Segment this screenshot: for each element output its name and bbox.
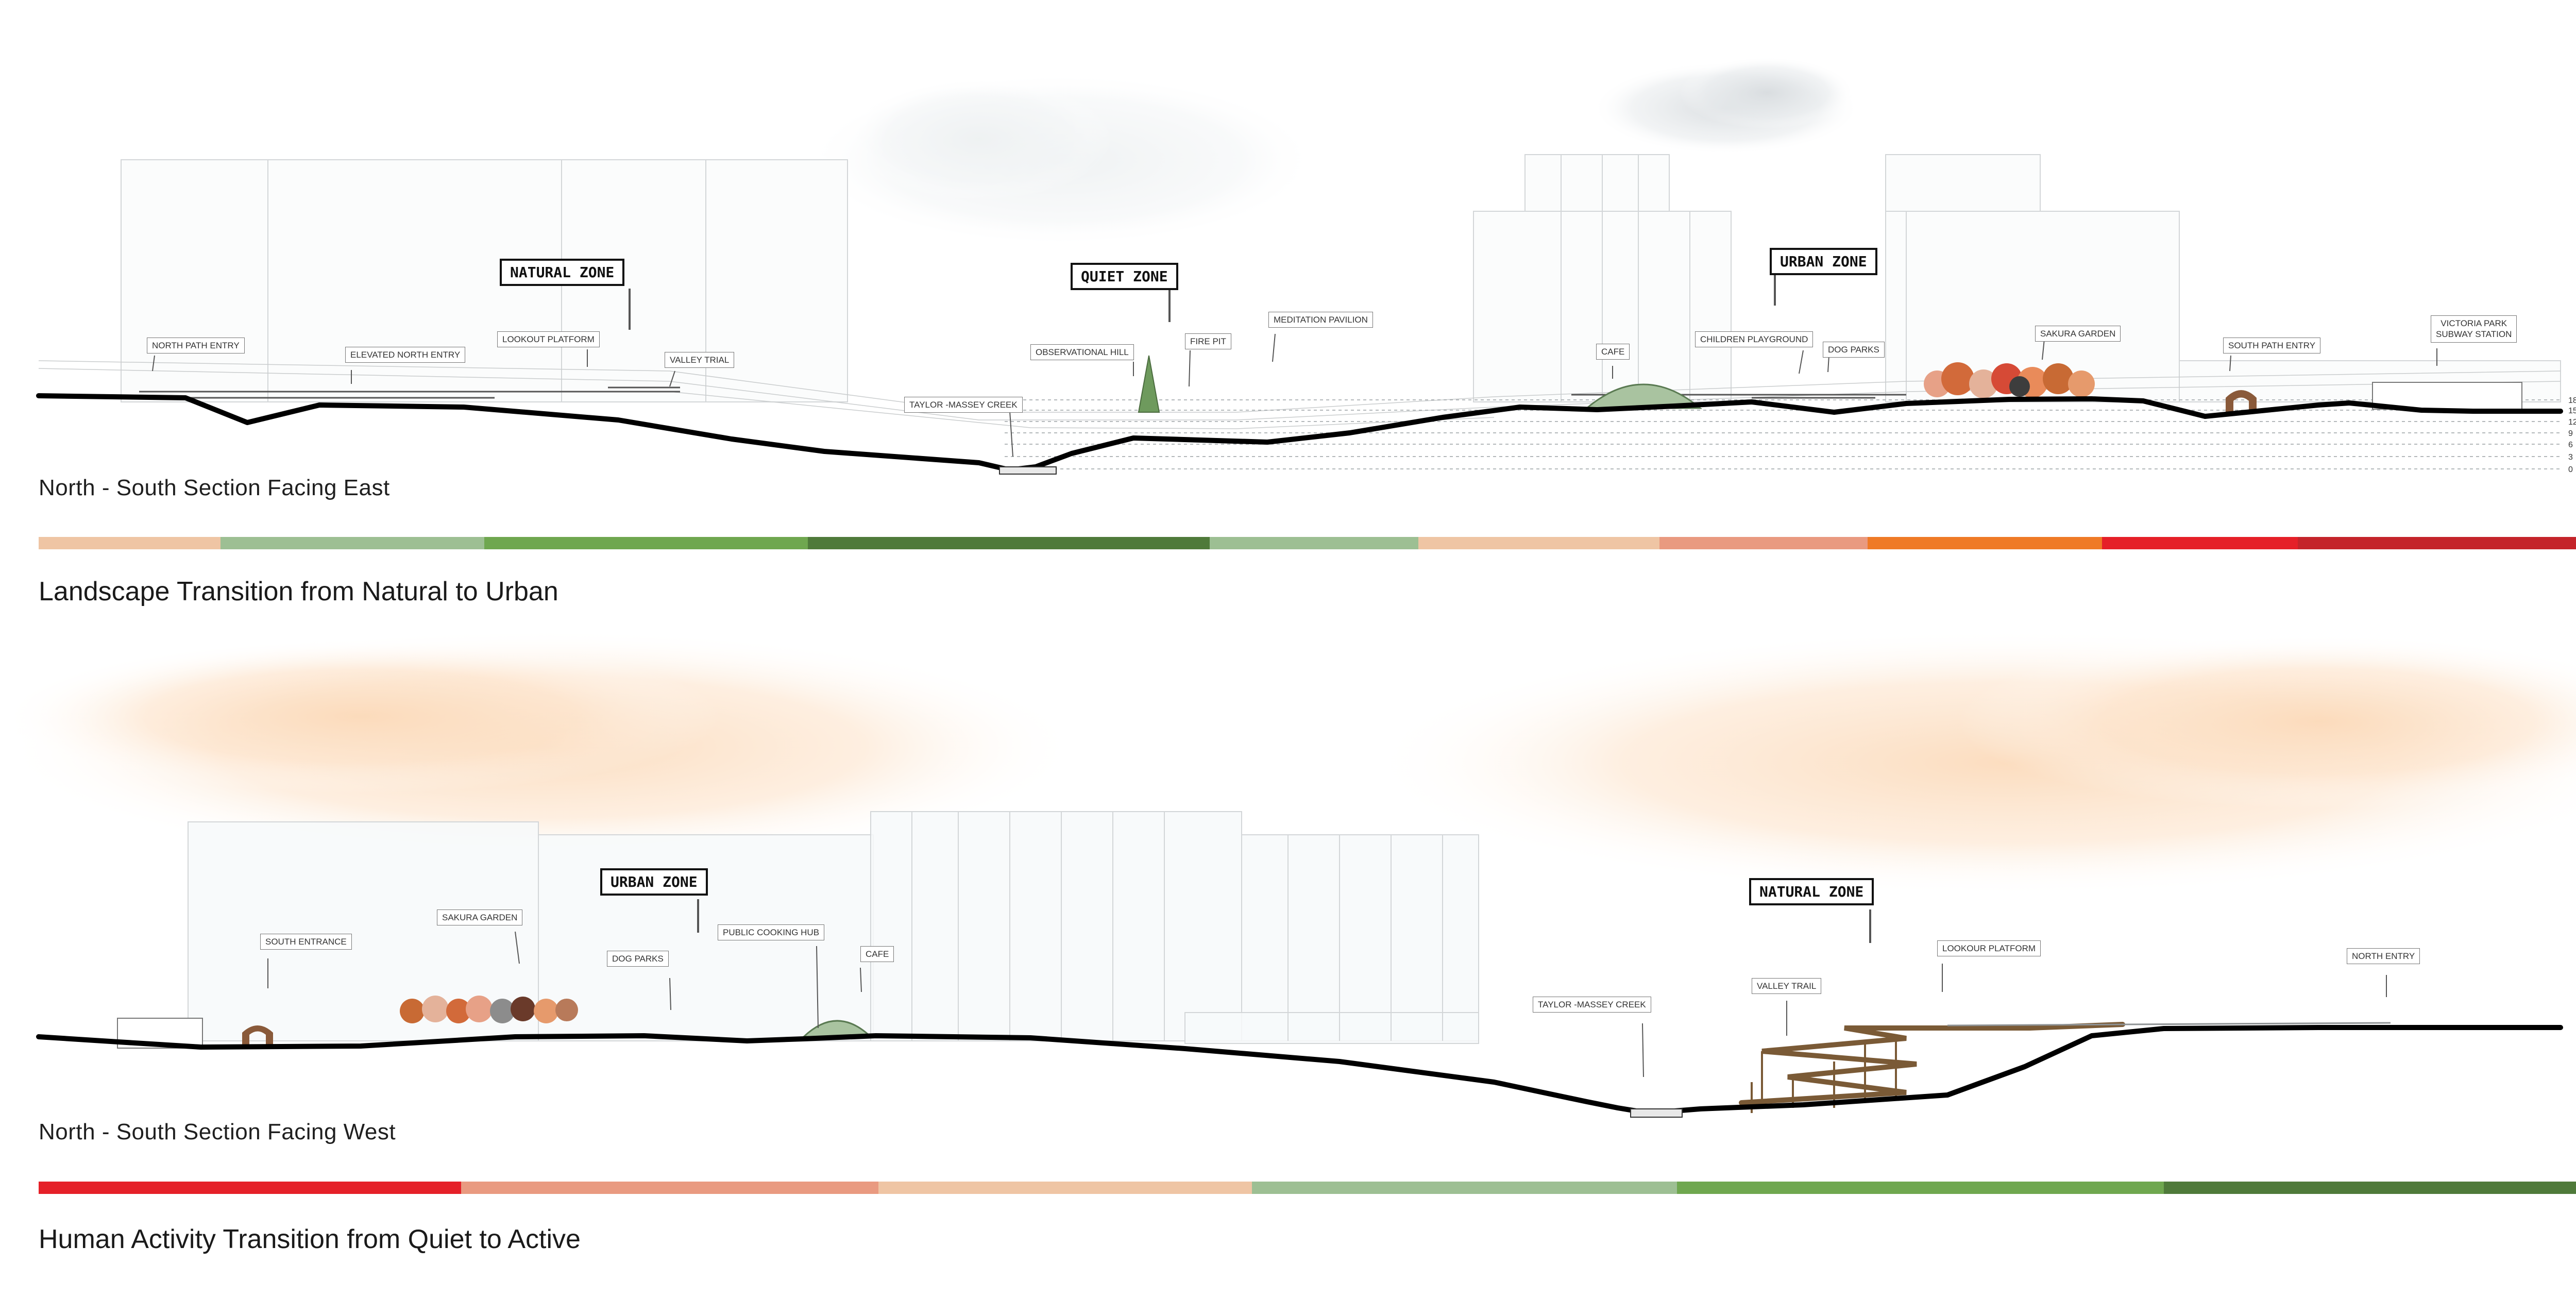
callout-dog-parks-top: DOG PARKS [1823, 342, 1885, 358]
elevation-6: 6 [2568, 441, 2573, 449]
sakura-trees-top [1924, 362, 2095, 398]
callout-taylor-massey-creek-top: TAYLOR -MASSEY CREEK [904, 397, 1023, 413]
elevation-9: 9 [2568, 429, 2573, 438]
bottom-zone-urban: URBAN ZONE [600, 868, 708, 896]
top-zone-quiet: QUIET ZONE [1071, 263, 1178, 290]
activity-segment-5 [1677, 1182, 2164, 1194]
landscape-segment-2 [221, 537, 484, 549]
landscape-segment-10 [2298, 537, 2576, 549]
boardwalk-structure [1739, 1022, 2125, 1105]
callout-meditation-pavilion: MEDITATION PAVILION [1268, 312, 1373, 328]
landscape-segment-9 [2102, 537, 2298, 549]
callout-observational-hill: OBSERVATIONAL HILL [1030, 344, 1134, 361]
callout-victoria-park-subway: VICTORIA PARK SUBWAY STATION [2431, 315, 2517, 343]
subway-station-label: SUBWAY STATION [2436, 329, 2512, 340]
bottom-section-background [0, 629, 2576, 1113]
landscape-segment-4 [808, 537, 1210, 549]
victoria-park-label: VICTORIA PARK [2441, 318, 2507, 328]
callout-lookout-platform: LOOKOUT PLATFORM [497, 331, 600, 348]
top-zone-natural: NATURAL ZONE [500, 259, 625, 286]
landscape-segment-1 [39, 537, 221, 549]
bottom-section-title: North - South Section Facing West [39, 1119, 396, 1144]
callout-fire-pit: FIRE PIT [1185, 333, 1231, 350]
activity-transition-bar [39, 1182, 2576, 1194]
callout-cafe-top: CAFE [1596, 344, 1630, 360]
landscape-segment-3 [484, 537, 808, 549]
building-left [121, 159, 848, 402]
callout-public-cooking-hub: PUBLIC COOKING HUB [718, 924, 825, 941]
creek-top [999, 466, 1057, 475]
creek-bottom [1630, 1108, 1683, 1118]
callout-lookour-platform: LOOKOUR PLATFORM [1937, 940, 2041, 957]
elevation-3: 3 [2568, 453, 2573, 462]
activity-segment-4 [1252, 1182, 1677, 1194]
bottom-ground-line [36, 1025, 2563, 1116]
observational-hill-tree [1138, 355, 1160, 413]
callout-south-entrance: SOUTH ENTRANCE [260, 934, 352, 950]
landscape-segment-5 [1210, 537, 1418, 549]
activity-segment-1 [39, 1182, 461, 1194]
cafe-dome [1584, 383, 1703, 409]
elevation-scale: 18 15 12 9 6 3 0 [2568, 396, 2576, 474]
callout-valley-trial: VALLEY TRIAL [665, 352, 735, 368]
elevation-18: 18 [2568, 396, 2576, 405]
callout-sakura-garden-top: SAKURA GARDEN [2035, 326, 2121, 342]
top-section-title: North - South Section Facing East [39, 475, 390, 500]
bottom-zone-natural: NATURAL ZONE [1749, 878, 1874, 905]
callout-elevated-north-entry: ELEVATED NORTH ENTRY [345, 347, 466, 363]
landscape-transition-title: Landscape Transition from Natural to Urb… [39, 577, 558, 607]
callout-north-entry: NORTH ENTRY [2347, 948, 2420, 965]
callout-south-path-entry: SOUTH PATH ENTRY [2223, 338, 2321, 354]
sakura-trees-bottom [400, 996, 578, 1023]
activity-segment-3 [878, 1182, 1252, 1194]
elevation-15: 15 [2568, 407, 2576, 415]
south-path-entry-arch [2226, 390, 2257, 412]
callout-taylor-massey-creek-bottom: TAYLOR -MASSEY CREEK [1533, 997, 1651, 1013]
activity-segment-6 [2164, 1182, 2576, 1194]
top-section-background [38, 57, 2561, 469]
callout-north-path-entry: NORTH PATH ENTRY [147, 338, 245, 354]
victoria-park-station [2372, 382, 2522, 410]
elevation-0: 0 [2568, 465, 2573, 474]
top-ground-line [36, 393, 2563, 473]
activity-segment-2 [461, 1182, 878, 1194]
building-bottom-3 [870, 811, 1242, 1041]
callout-valley-trail: VALLEY TRAIL [1752, 978, 1822, 995]
south-entrance-arch [242, 1025, 273, 1046]
callout-dog-parks-bottom: DOG PARKS [607, 951, 669, 967]
landscape-segment-7 [1659, 537, 1868, 549]
landscape-segment-6 [1418, 537, 1659, 549]
landscape-segment-8 [1868, 537, 2102, 549]
landscape-transition-bar [39, 537, 2576, 549]
elevation-12: 12 [2568, 418, 2576, 427]
callout-cafe-bottom: CAFE [860, 946, 894, 963]
callout-children-playground: CHILDREN PLAYGROUND [1695, 331, 1814, 348]
callout-sakura-garden-bottom: SAKURA GARDEN [437, 909, 523, 926]
top-zone-urban: URBAN ZONE [1770, 248, 1877, 275]
activity-transition-title: Human Activity Transition from Quiet to … [39, 1224, 581, 1254]
